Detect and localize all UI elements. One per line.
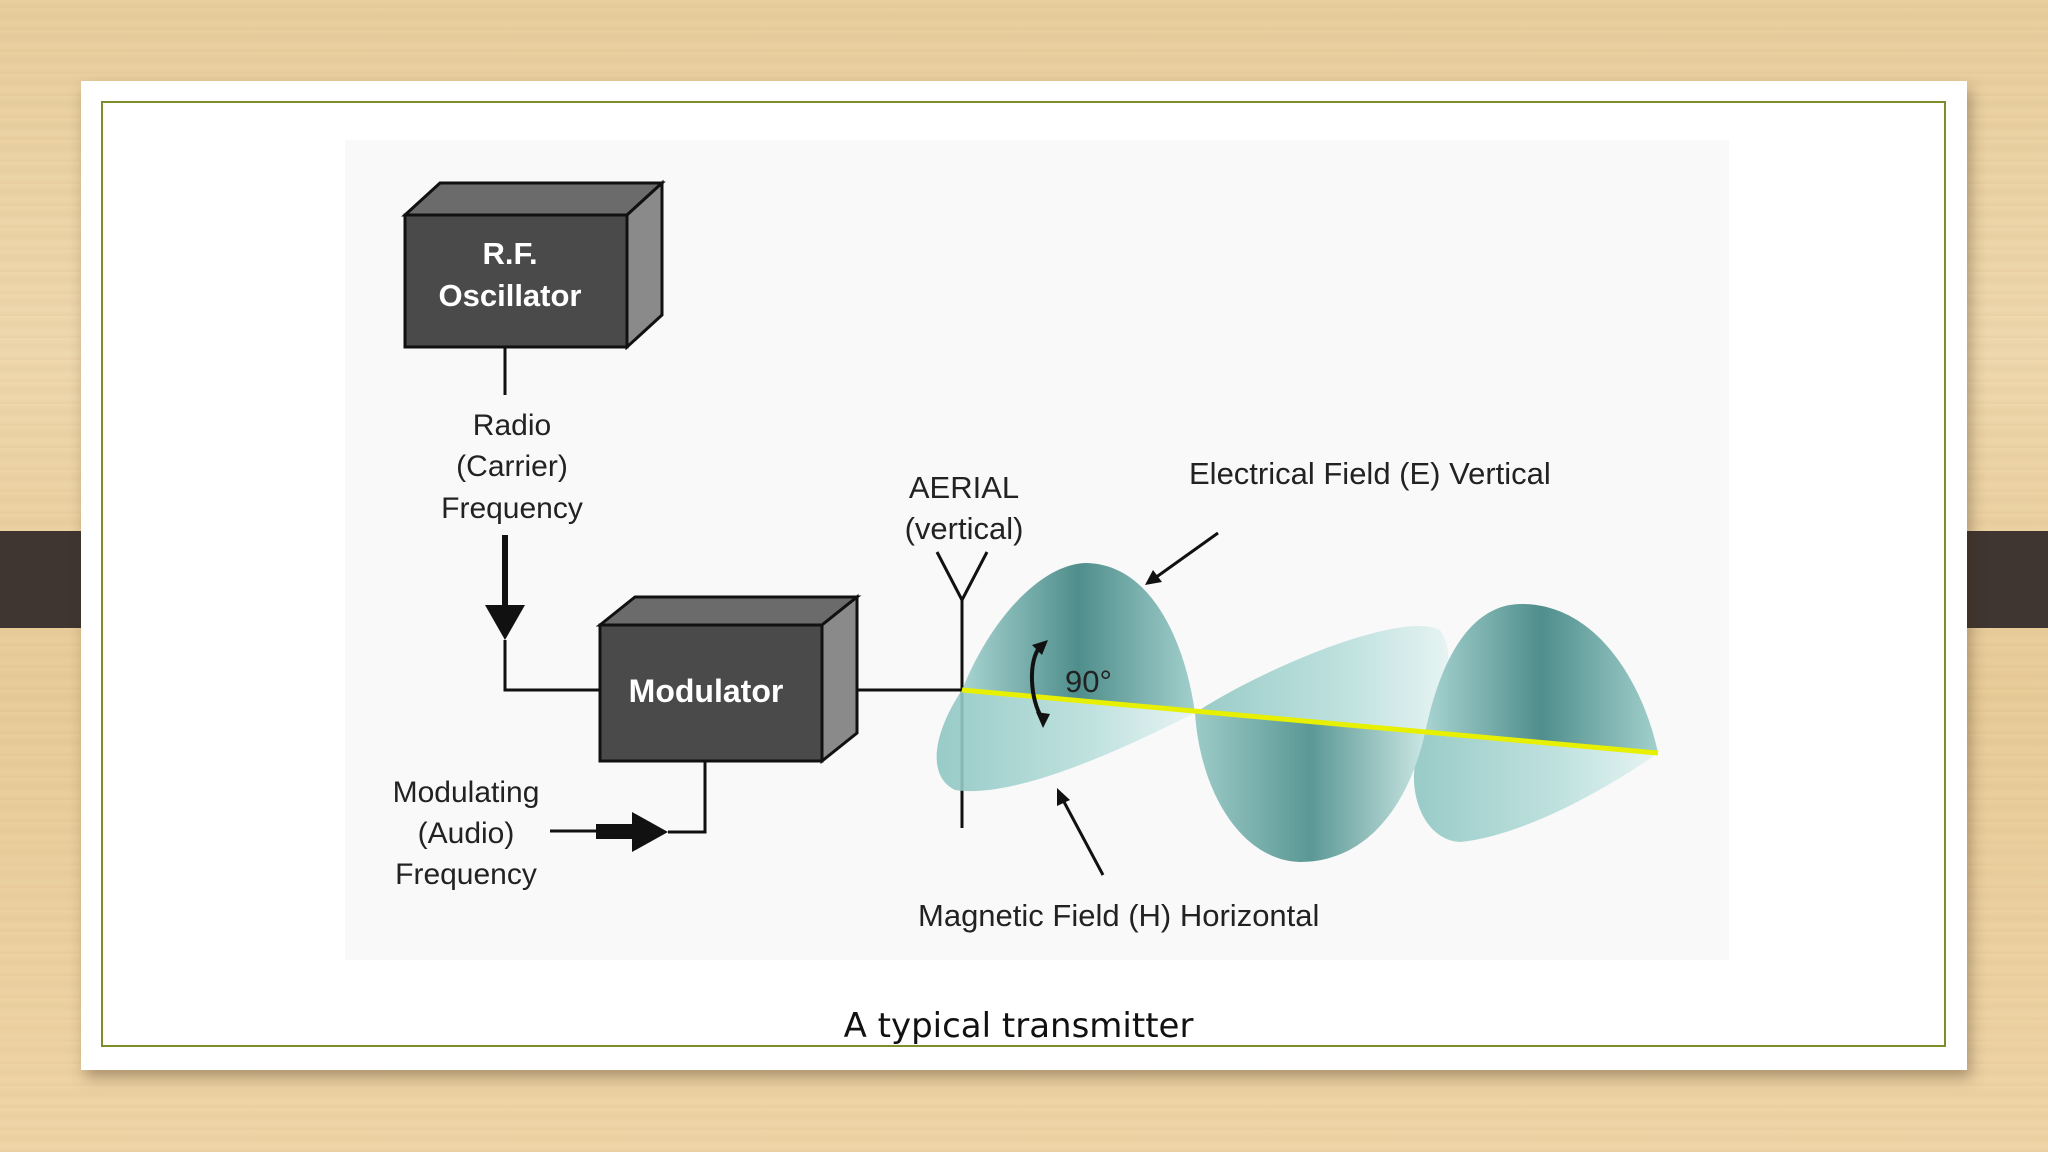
aerial-label-line2: (vertical): [905, 511, 1024, 546]
aerial-label: AERIAL (vertical): [905, 470, 1024, 546]
rf-oscillator-line2: Oscillator: [439, 278, 582, 313]
carrier-label-line2: (Carrier): [456, 450, 568, 483]
electrical-field-label: Electrical Field (E) Vertical: [1189, 456, 1551, 491]
magnetic-field-label: Magnetic Field (H) Horizontal: [918, 898, 1319, 933]
rotation-arrow: 90°: [1029, 640, 1112, 728]
modulator-box: Modulator: [595, 593, 862, 765]
rf-oscillator-box: R.F. Oscillator: [401, 179, 666, 351]
carrier-arrow: [485, 535, 600, 692]
propagation-axis: [961, 687, 1659, 756]
audio-label-line2: (Audio): [418, 817, 515, 850]
modulator-label: Modulator: [629, 673, 784, 709]
electromagnetic-wave: [936, 563, 1659, 862]
carrier-frequency-label: Radio (Carrier) Frequency: [441, 409, 583, 525]
electric-lobe-3: [1425, 603, 1658, 753]
angle-label: 90°: [1065, 664, 1112, 699]
carrier-label-line3: Frequency: [441, 492, 583, 525]
rf-oscillator-line1: R.F.: [482, 236, 537, 271]
carrier-label-line1: Radio: [473, 409, 551, 442]
audio-frequency-label: Modulating (Audio) Frequency: [393, 776, 540, 891]
electric-field-pointer: [1145, 531, 1219, 585]
magnetic-field-pointer: [1057, 788, 1105, 876]
audio-label-line1: Modulating: [393, 776, 540, 809]
magnetic-lobe-3: [1413, 733, 1658, 842]
figure-caption: A typical transmitter: [843, 1006, 1194, 1046]
electric-lobe-1: [962, 563, 1195, 713]
slide-border: [101, 101, 1946, 1047]
audio-arrow: [550, 761, 707, 852]
magnetic-lobe-2: [1195, 626, 1449, 733]
aerial-label-line1: AERIAL: [909, 470, 1019, 505]
audio-label-line3: Frequency: [395, 858, 537, 891]
magnetic-lobe-1: [936, 690, 1195, 792]
electric-lobe-2: [1195, 713, 1425, 862]
